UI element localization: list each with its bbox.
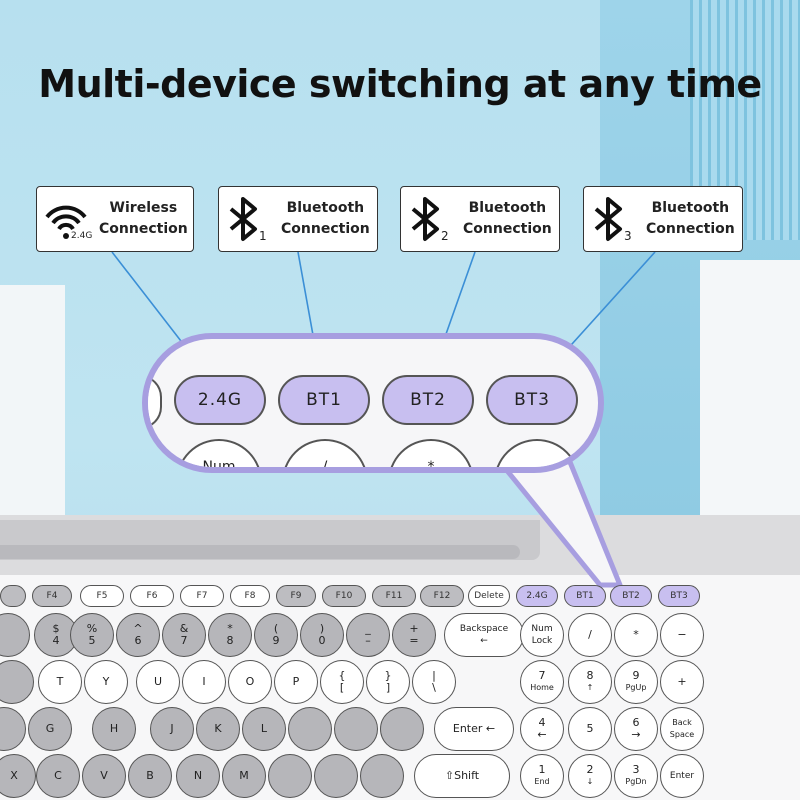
fkey-f6[interactable]: F6 <box>130 585 174 607</box>
key-x[interactable]: X <box>0 754 36 798</box>
key-n[interactable]: N <box>176 754 220 798</box>
label-line2: Connection <box>646 221 735 237</box>
key-backspace[interactable]: Backspace← <box>444 613 524 657</box>
key-k[interactable]: K <box>196 707 240 751</box>
key-y[interactable]: Y <box>84 660 128 704</box>
key-2-4g-zoom[interactable]: 2.4G <box>174 375 266 425</box>
key-num-minus[interactable]: − <box>660 613 704 657</box>
fkey-f10[interactable]: F10 <box>322 585 366 607</box>
label-line1: Wireless <box>109 200 178 216</box>
fkey-f12[interactable]: F12 <box>420 585 464 607</box>
key-rbracket[interactable]: }] <box>366 660 410 704</box>
key-blank[interactable] <box>380 707 424 751</box>
key-m[interactable]: M <box>222 754 266 798</box>
bluetooth-icon: 3 <box>584 189 646 249</box>
fkey-f9[interactable]: F9 <box>276 585 316 607</box>
key-semicolon[interactable] <box>288 707 332 751</box>
device-tray-slot <box>0 545 520 559</box>
key-bt3[interactable]: BT3 <box>658 585 700 607</box>
background-block-left <box>0 285 65 515</box>
key-l[interactable]: L <box>242 707 286 751</box>
key-num6[interactable]: 6→ <box>614 707 658 751</box>
label-card-bt2: 2 Bluetooth Connection <box>400 186 560 252</box>
label-card-wireless: 2.4G Wireless Connection <box>36 186 194 252</box>
key-equal[interactable]: += <box>392 613 436 657</box>
key-enter[interactable]: Enter ← <box>434 707 514 751</box>
key-shift[interactable]: ⇧Shift <box>414 754 510 798</box>
key-7[interactable]: &7 <box>162 613 206 657</box>
label-card-bt1: 1 Bluetooth Connection <box>218 186 378 252</box>
key-5[interactable]: %5 <box>70 613 114 657</box>
key-star[interactable]: * <box>614 613 658 657</box>
key-backslash[interactable]: |\ <box>412 660 456 704</box>
key-bt2[interactable]: BT2 <box>610 585 652 607</box>
wifi-icon: 2.4G <box>37 189 99 249</box>
label-line2: Connection <box>281 221 370 237</box>
bluetooth-icon: 2 <box>401 189 463 249</box>
label-line2: Connection <box>99 221 188 237</box>
key-bt3-zoom[interactable]: BT3 <box>486 375 578 425</box>
key-p[interactable]: P <box>274 660 318 704</box>
key-t[interactable]: T <box>38 660 82 704</box>
key-num5[interactable]: 5 <box>568 707 612 751</box>
bluetooth-icon: 1 <box>219 189 281 249</box>
key-partial-zoom <box>148 375 162 429</box>
key-bt1-zoom[interactable]: BT1 <box>278 375 370 425</box>
key-comma[interactable] <box>268 754 312 798</box>
key-9[interactable]: (9 <box>254 613 298 657</box>
key-0[interactable]: )0 <box>300 613 344 657</box>
key-6[interactable]: ^6 <box>116 613 160 657</box>
key-2-4g[interactable]: 2.4G <box>516 585 558 607</box>
key-o[interactable]: O <box>228 660 272 704</box>
label-card-bt3: 3 Bluetooth Connection <box>583 186 743 252</box>
fkey-f3[interactable] <box>0 585 26 607</box>
key-h[interactable]: H <box>92 707 136 751</box>
headline: Multi-device switching at any time <box>38 62 762 106</box>
key-b[interactable]: B <box>128 754 172 798</box>
key-v[interactable]: V <box>82 754 126 798</box>
key-u[interactable]: U <box>136 660 180 704</box>
label-line2: Connection <box>463 221 552 237</box>
key-slash-zoom[interactable]: / <box>282 439 368 467</box>
key-minus[interactable]: _– <box>346 613 390 657</box>
key-num-enter[interactable]: Enter <box>660 754 704 798</box>
key-question[interactable] <box>360 754 404 798</box>
key-lbracket[interactable]: {[ <box>320 660 364 704</box>
key-num8[interactable]: 8↑ <box>568 660 612 704</box>
key-star-zoom[interactable]: * <box>388 439 474 467</box>
zoom-bubble: 2.4G BT1 BT2 BT3 Num / * <box>142 333 604 473</box>
label-line1: Bluetooth <box>651 200 730 216</box>
key-bt1[interactable]: BT1 <box>564 585 606 607</box>
label-line1: Bluetooth <box>468 200 547 216</box>
key-g[interactable]: G <box>28 707 72 751</box>
key-8[interactable]: *8 <box>208 613 252 657</box>
key-numlock-zoom[interactable]: Num <box>176 439 262 467</box>
key-j[interactable]: J <box>150 707 194 751</box>
key-i[interactable]: I <box>182 660 226 704</box>
key-bt2-zoom[interactable]: BT2 <box>382 375 474 425</box>
key-delete[interactable]: Delete <box>468 585 510 607</box>
fkey-f7[interactable]: F7 <box>180 585 224 607</box>
key-quote[interactable] <box>334 707 378 751</box>
key-num-plus[interactable]: + <box>660 660 704 704</box>
label-line1: Bluetooth <box>286 200 365 216</box>
key-period[interactable] <box>314 754 358 798</box>
background-block-right <box>700 260 800 520</box>
fkey-f4[interactable]: F4 <box>32 585 72 607</box>
key-slash[interactable]: / <box>568 613 612 657</box>
fkey-f11[interactable]: F11 <box>372 585 416 607</box>
key-num4[interactable]: 4← <box>520 707 564 751</box>
key-c[interactable]: C <box>36 754 80 798</box>
key-num2[interactable]: 2↓ <box>568 754 612 798</box>
fkey-f8[interactable]: F8 <box>230 585 270 607</box>
fkey-f5[interactable]: F5 <box>80 585 124 607</box>
